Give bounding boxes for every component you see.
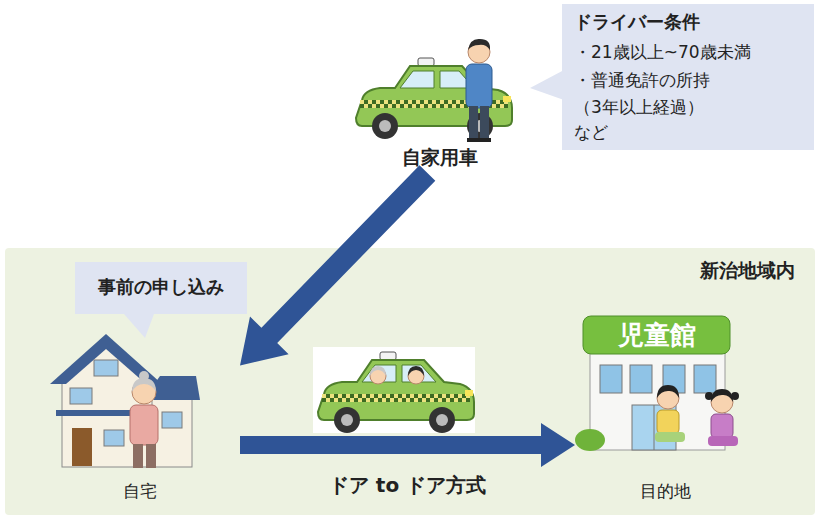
elderly-person-figure — [146, 444, 156, 468]
elderly-person-figure — [130, 371, 158, 468]
driver-figure — [467, 138, 479, 142]
childrens-hall-illustration — [600, 365, 622, 393]
driver-figure — [466, 64, 492, 108]
private-car-illustration — [356, 58, 512, 139]
destination-node: 児童館目的地 — [575, 315, 755, 505]
driver-figure — [479, 138, 491, 142]
condition-item: ・21歳以上~70歳未満 — [574, 41, 806, 64]
driver-figure — [468, 39, 490, 50]
house-illustration — [70, 388, 92, 404]
driver-figure — [480, 106, 489, 140]
child-figure — [711, 414, 733, 438]
home-label: 自宅 — [40, 480, 240, 503]
house-illustration — [94, 360, 118, 376]
callout-heading: ドライバー条件 — [574, 10, 806, 34]
request-callout: 事前の申し込み — [75, 262, 247, 314]
childrens-hall-illustration — [630, 365, 652, 393]
condition-item: ・普通免許の所持 （3年以上経過） — [574, 67, 806, 121]
child-figure — [655, 432, 685, 442]
house-illustration — [162, 412, 182, 428]
home-node: 自宅 — [40, 318, 240, 508]
childrens-hall-illustration — [575, 316, 730, 451]
area-title: 新治地域内 — [605, 258, 795, 284]
ride-car-illustration — [313, 347, 475, 433]
destination-label: 目的地 — [575, 480, 755, 503]
ride-car-illustration — [408, 366, 424, 376]
ride-car-illustration — [318, 352, 474, 433]
childrens-hall-illustration — [575, 429, 605, 451]
condition-callout: ドライバー条件・21歳以上~70歳未満・普通免許の所持 （3年以上経過）など — [562, 4, 814, 150]
vehicle-node: 自家用車 — [350, 35, 530, 173]
child-figure — [655, 385, 685, 442]
callout-tail — [530, 70, 564, 100]
house-illustration — [72, 428, 92, 466]
ride-car-illustration — [370, 366, 386, 376]
ride-car-illustration — [313, 347, 475, 433]
elderly-person-figure — [139, 371, 149, 381]
driver-figure — [466, 39, 492, 142]
house-illustration — [104, 430, 124, 446]
child-figure — [731, 392, 739, 400]
callout-tail — [530, 70, 564, 100]
childrens-hall-illustration — [590, 350, 725, 450]
request-text: 事前の申し込み — [75, 275, 247, 299]
childrens-hall-illustration — [583, 316, 730, 354]
vehicle-label: 自家用車 — [350, 145, 530, 171]
child-figure — [657, 385, 679, 398]
private-car-illustration — [356, 58, 512, 139]
elderly-person-figure — [133, 444, 143, 468]
child-figure — [705, 392, 713, 400]
driver-figure — [469, 106, 478, 140]
condition-note: など — [574, 121, 806, 144]
childrens-hall-illustration — [654, 405, 655, 450]
childrens-hall-illustration — [694, 365, 716, 393]
elderly-person-figure — [130, 405, 158, 445]
building-sign: 児童館 — [583, 318, 730, 352]
edge-label: ドア to ドア方式 — [268, 472, 548, 498]
child-figure — [708, 436, 738, 446]
child-figure — [657, 410, 679, 434]
